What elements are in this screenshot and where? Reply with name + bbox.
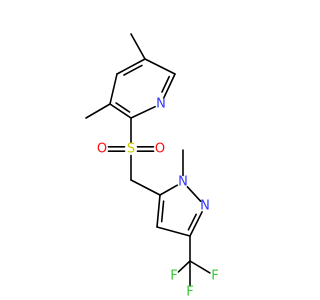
atom-symbol-n: N — [156, 97, 166, 112]
bond-line — [144, 58, 176, 75]
atom-f3-label: F — [186, 285, 193, 300]
bond-inner-line — [115, 102, 131, 113]
atom-symbol-f: F — [170, 269, 177, 284]
atom-f1-label: F — [170, 269, 177, 284]
bond-pz3-pz4 — [156, 226, 191, 237]
bond-c2-c3 — [109, 102, 132, 119]
bond-pzn2-pz3 — [187, 211, 203, 237]
bond-c5-c4 — [116, 58, 146, 76]
bond-inner-line — [160, 200, 165, 223]
bond-line — [116, 58, 146, 75]
bond-pz5-pzn1 — [159, 184, 179, 196]
bond-pzn1-pzn2 — [186, 186, 202, 202]
bond-line — [156, 194, 161, 228]
atom-symbol-f: F — [211, 269, 218, 284]
bond-c3-c4 — [109, 73, 118, 105]
bond-cf3-f2 — [189, 260, 211, 274]
bond-line — [109, 103, 132, 119]
atom-pzn1-label: N — [178, 175, 188, 190]
atom-symbol-o: O — [155, 142, 165, 157]
atom-symbol-o: O — [97, 142, 107, 157]
bond-line — [109, 73, 118, 105]
bond-line — [189, 260, 211, 274]
bond-line — [177, 260, 191, 273]
atom-symbol-f: F — [186, 285, 193, 300]
bonds-layer — [85, 33, 211, 287]
atom-pzn2-label: N — [200, 199, 210, 214]
bond-ch2-pz5 — [130, 179, 161, 196]
bond-inner-line — [161, 75, 170, 93]
atom-symbol-n: N — [178, 175, 188, 190]
atom-f2-label: F — [211, 269, 218, 284]
bond-line — [186, 186, 202, 202]
bond-c3-me3 — [85, 103, 111, 119]
bond-me5-c5 — [130, 33, 146, 60]
bond-line — [162, 73, 176, 99]
bond-line — [156, 226, 191, 237]
bond-cf3-f1 — [177, 260, 191, 273]
bond-c6-n1 — [161, 73, 176, 99]
bond-line — [85, 103, 111, 119]
bond-line — [159, 184, 179, 196]
atom-symbol-s: S — [127, 142, 135, 157]
atom-o1-label: O — [97, 142, 107, 157]
bond-line — [130, 179, 161, 196]
bond-n1-c2 — [130, 105, 156, 119]
bond-line — [189, 211, 203, 237]
atom-n1-label: N — [156, 97, 166, 112]
bond-pz4-pz5 — [156, 194, 165, 228]
bond-line — [130, 105, 156, 119]
bond-s-o2 — [136, 146, 155, 152]
bond-inner-line — [123, 64, 143, 76]
bond-s-o1 — [107, 146, 126, 152]
atom-s-label: S — [127, 142, 135, 157]
atom-symbol-n: N — [200, 199, 210, 214]
bond-c5-c6 — [144, 58, 176, 75]
bond-inner-line — [187, 213, 197, 231]
atom-o2-label: O — [155, 142, 165, 157]
bond-line — [130, 33, 146, 60]
